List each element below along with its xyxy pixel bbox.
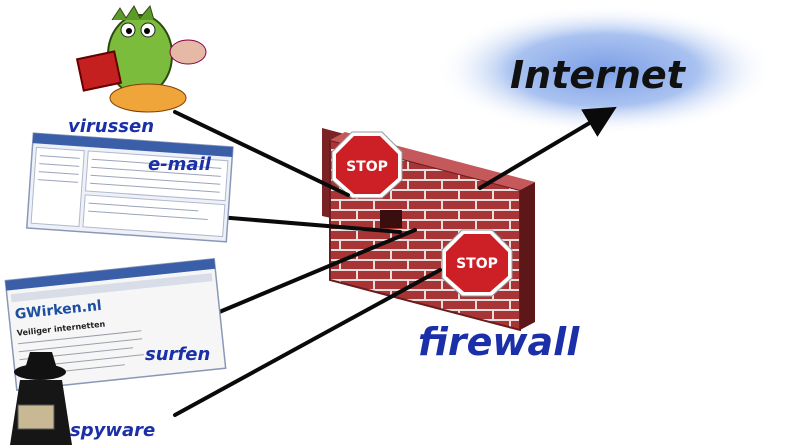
spy-silhouette-icon [10, 352, 72, 445]
surfen-label: surfen [145, 344, 210, 365]
stop-sign-icon [336, 136, 398, 194]
email-client-screenshot [25, 132, 234, 243]
internet-label: Internet [510, 53, 687, 97]
spyware-label: spyware [70, 420, 155, 441]
virussen-label: virussen [68, 116, 154, 137]
wall-edge [520, 182, 535, 330]
firewall-label: firewall [418, 320, 580, 364]
virus-monster-icon [75, 4, 207, 113]
stop-sign-2: STOP [441, 229, 513, 297]
arrow-to-internet [478, 106, 617, 190]
stop-sign-1: STOP [331, 131, 403, 199]
arrow-virussen [173, 110, 350, 197]
stop-sign-icon [446, 234, 508, 292]
stop-text: STOP [456, 256, 498, 272]
internet-cloud: Internet [435, 5, 775, 135]
stop-text: STOP [346, 159, 388, 175]
wall-hole [380, 210, 402, 228]
email-label: e-mail [148, 154, 212, 175]
arrow-surfen [203, 228, 417, 320]
browser-screenshot: GWirken.nl Veiliger internetten [4, 257, 227, 391]
arrow-spyware [173, 268, 442, 417]
cloud-icon [435, 5, 775, 135]
